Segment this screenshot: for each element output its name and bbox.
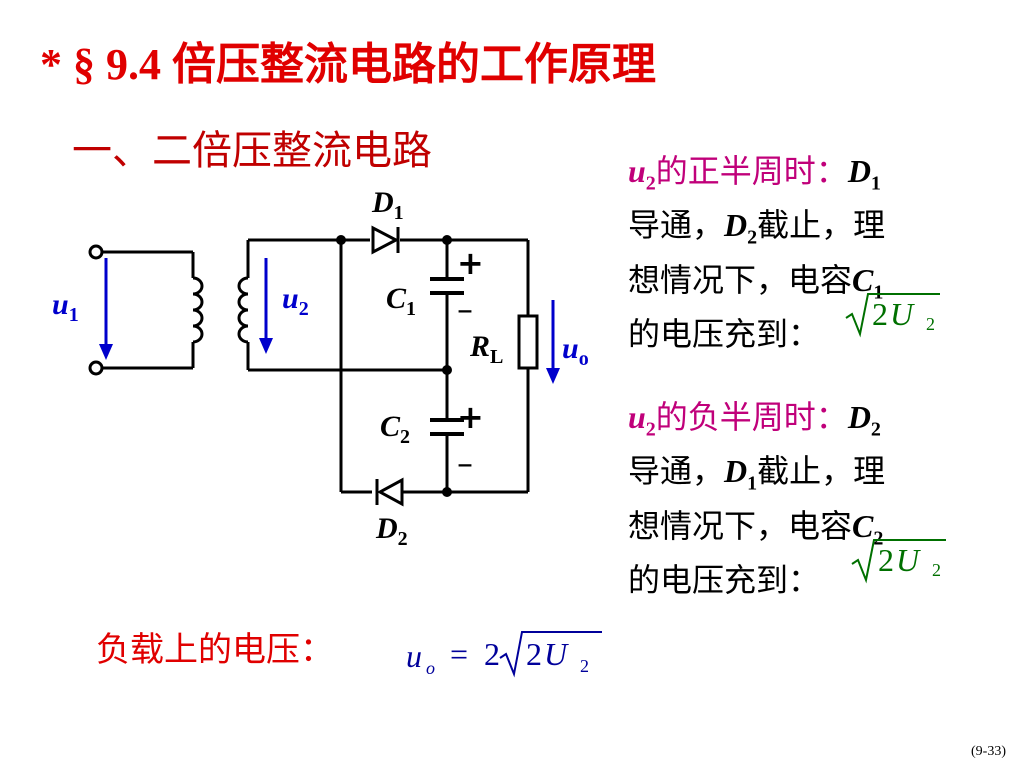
label-u2: u2 [282,282,309,320]
label-d2: D2 [376,512,408,550]
load-voltage-label: 负载上的电压： [96,630,334,670]
page-number: (9-33) [971,744,1006,759]
resistor-rl [517,314,539,370]
section-subtitle: 一、二倍压整流电路 [72,128,432,174]
positive-half-formula: 2 U 2 [842,288,942,344]
positive-half-note: u2的正半周时：D1 导通，D2截止，理 想情况下，电容C1 的电压充到： [628,152,886,354]
diode-d2 [375,477,404,507]
diode-d1 [371,225,400,255]
negative-half-note: u2的负半周时：D2 导通，D1截止，理 想情况下，电容C2 的电压充到： [628,398,886,600]
negative-half-formula: 2 U 2 [848,534,948,590]
load-voltage-formula: u o = 2 2 U 2 [398,628,618,688]
c1-plus: + [457,244,484,282]
label-rl: RL [470,330,504,368]
input-terminal-top [88,244,104,260]
circuit-diagram [88,225,560,507]
page-title: * § 9.4 倍压整流电路的工作原理 [40,40,656,89]
c1-minus: – [457,290,473,328]
input-terminal-bottom [88,360,104,376]
c2-minus: – [457,444,473,482]
c2-plus: + [457,398,484,436]
label-d1: D1 [372,186,404,224]
label-c2: C2 [380,410,411,448]
sqrt-icon [499,631,602,678]
sqrt-icon [845,293,940,338]
label-c1: C1 [386,282,417,320]
label-uo: uo [562,332,589,370]
label-u1: u1 [52,288,79,326]
sqrt-icon [851,539,946,584]
